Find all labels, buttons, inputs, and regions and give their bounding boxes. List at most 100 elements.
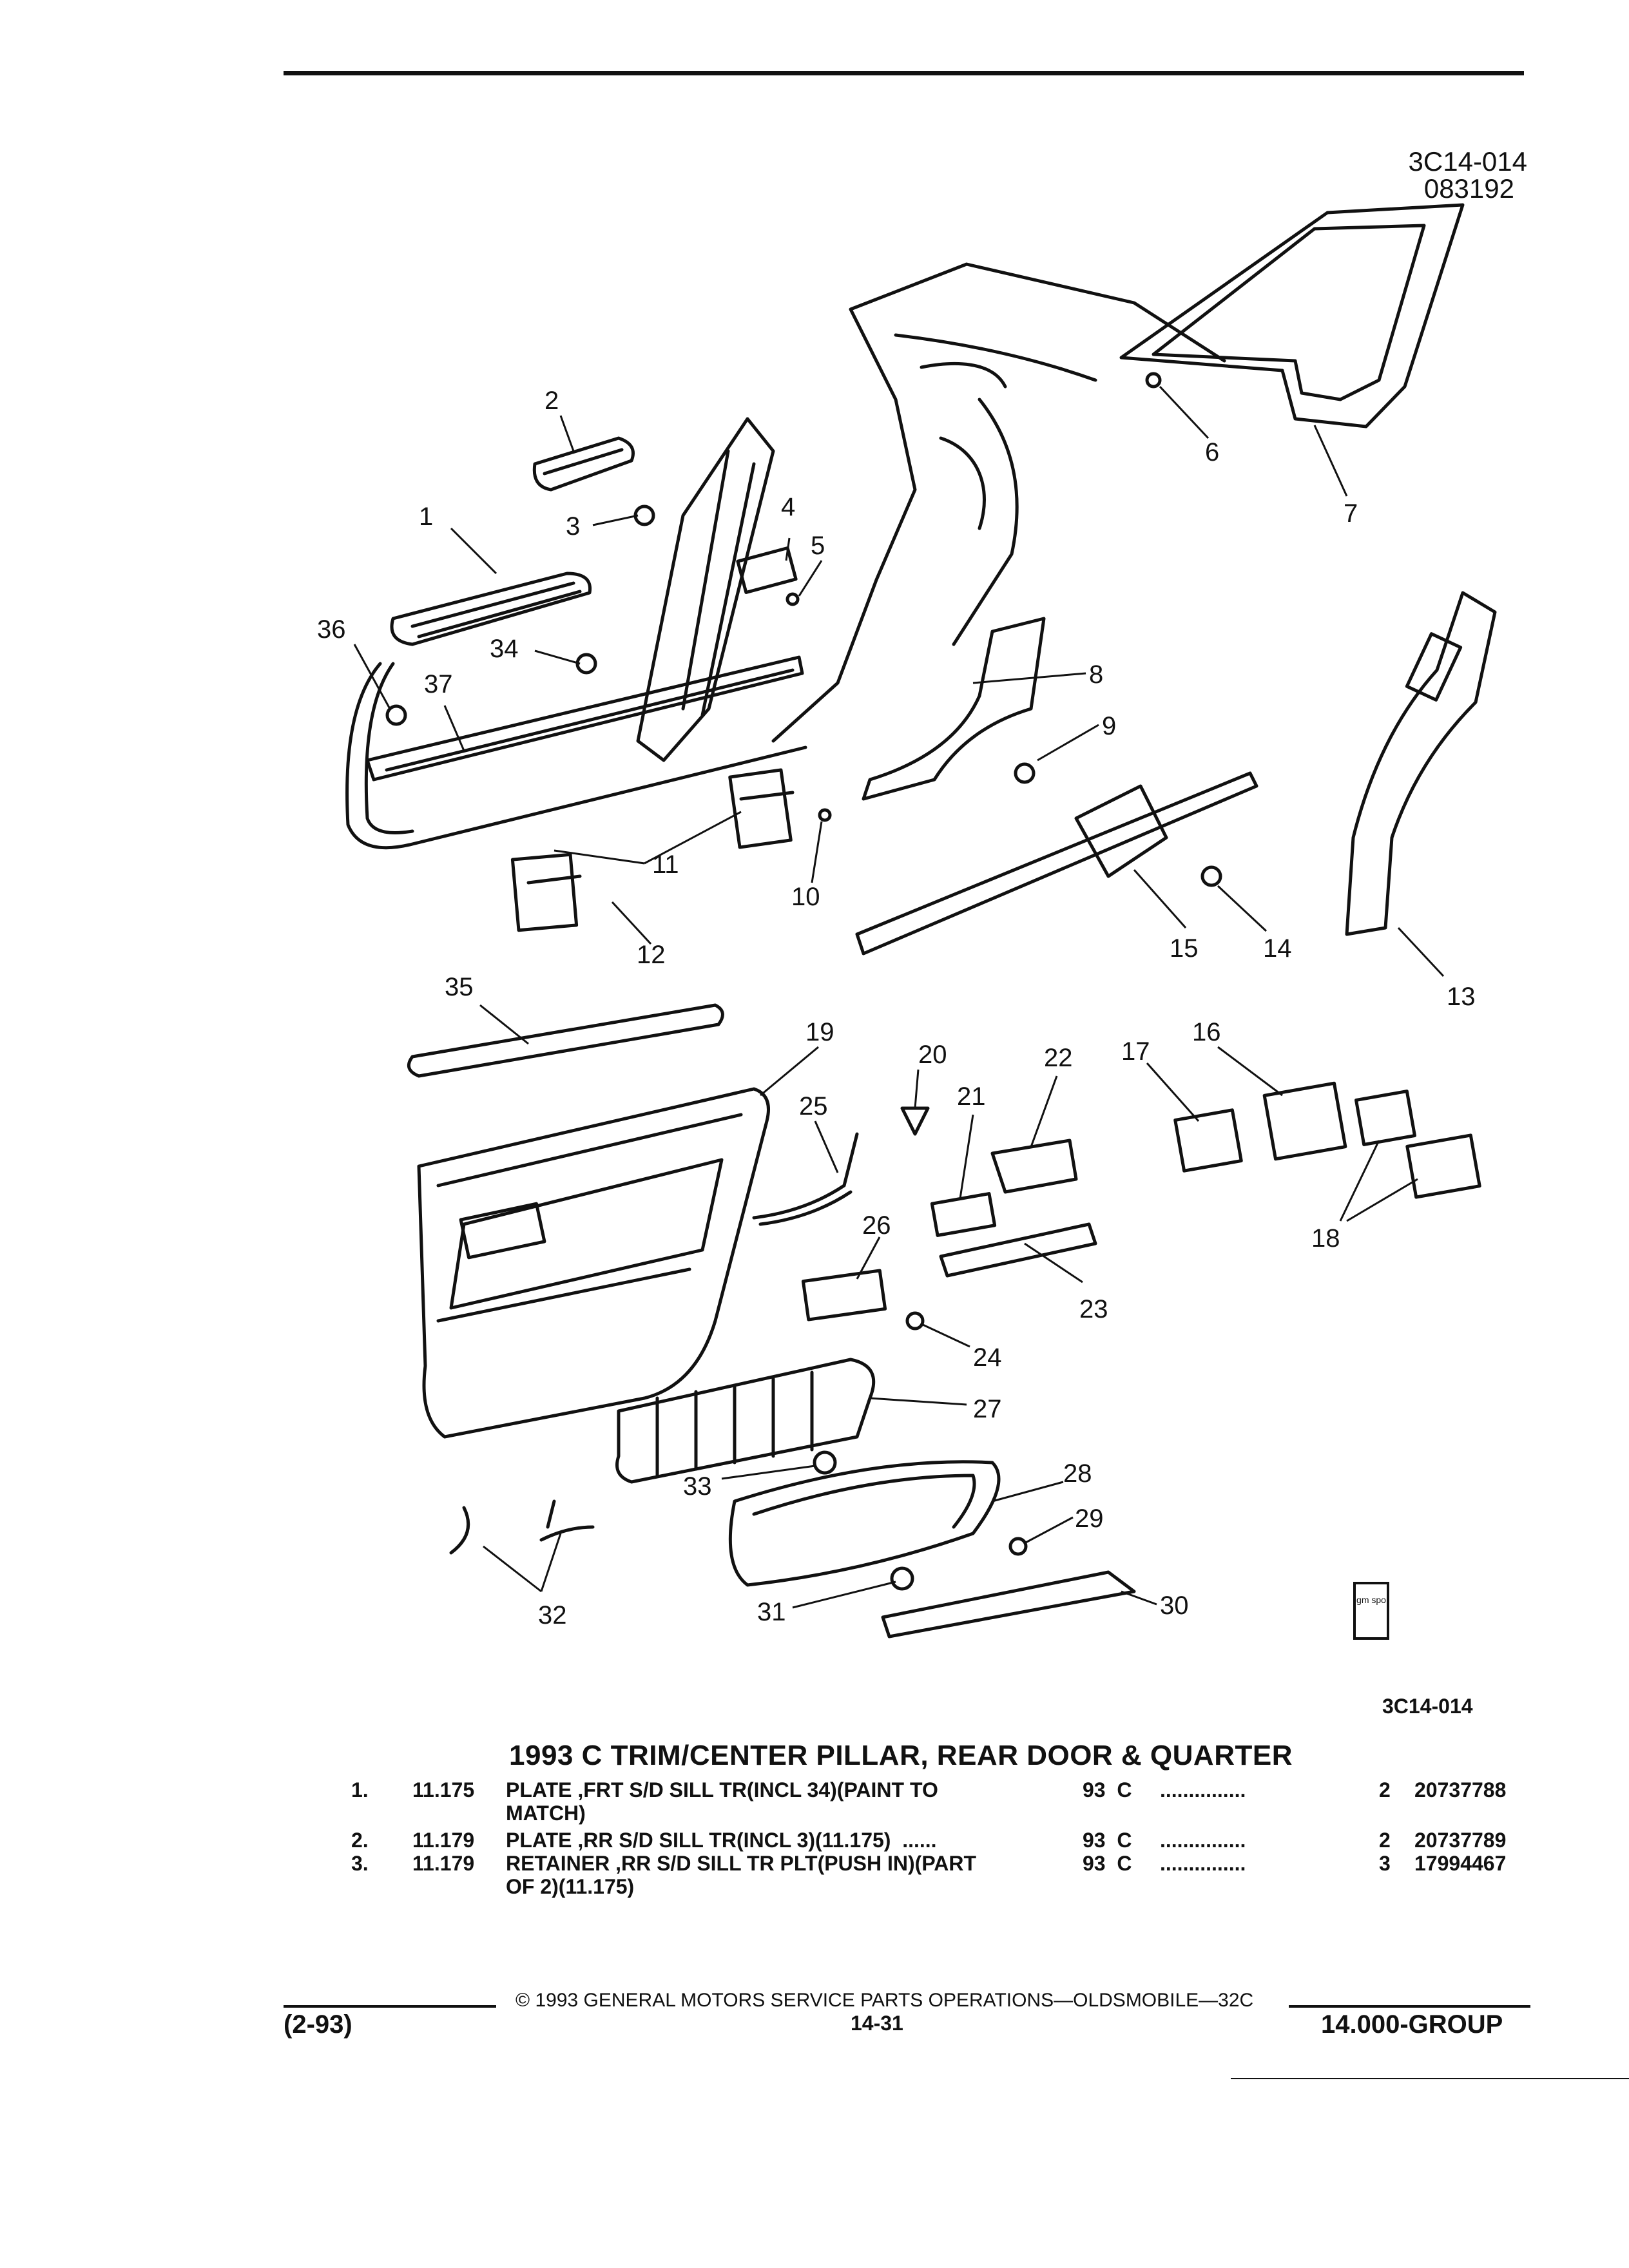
parts-row-continuation: MATCH) — [0, 1802, 1629, 1827]
part-quantity: 3 — [1379, 1852, 1391, 1875]
rear-sill-plate — [532, 436, 635, 492]
leader-18 — [1339, 1140, 1418, 1222]
callout-19: 19 — [805, 1018, 834, 1046]
trim-clip — [900, 1106, 930, 1136]
armrest — [728, 1460, 1001, 1587]
fastener-29 — [1008, 1537, 1028, 1556]
callout-8: 8 — [1089, 660, 1103, 689]
callout-31: 31 — [757, 1598, 786, 1626]
part-model: 93 C — [1083, 1829, 1132, 1852]
leader-30 — [1121, 1590, 1157, 1606]
leader-21 — [959, 1114, 974, 1199]
pillar-bracket-16 — [1262, 1081, 1347, 1161]
part-model: 93 C — [1083, 1778, 1132, 1802]
callout-17: 17 — [1121, 1037, 1150, 1066]
front-sill-plate — [390, 572, 592, 646]
part-description-cont: MATCH) — [506, 1802, 586, 1825]
rear-scuff-bracket — [1074, 784, 1168, 878]
part-group: 11.175 — [412, 1778, 475, 1802]
callout-9: 9 — [1102, 712, 1116, 740]
rear-door-trim-panel — [417, 1087, 770, 1439]
leader-14 — [1217, 885, 1268, 932]
upper-hinge — [728, 768, 793, 849]
fastener-14 — [1200, 865, 1222, 887]
wire-harness — [752, 1132, 859, 1226]
part-quantity: 2 — [1379, 1829, 1391, 1852]
callout-7: 7 — [1344, 499, 1358, 528]
body-pillar-outline — [771, 262, 1226, 743]
leader-7 — [1313, 425, 1348, 497]
pillar-bracket-17 — [1173, 1108, 1243, 1173]
door-handle-bezel — [801, 1269, 887, 1321]
part-item-number: 3. — [351, 1852, 369, 1875]
quarter-lower-trim — [1345, 591, 1497, 936]
part-leader-dots: ............... — [1160, 1829, 1246, 1852]
diagram-code: 3C14-014 — [1408, 146, 1527, 177]
leader-36 — [353, 644, 391, 709]
leader-1 — [450, 527, 497, 575]
part-group: 11.179 — [412, 1829, 475, 1852]
parts-row: 3. 11.179 RETAINER ,RR S/D SILL TR PLT(P… — [0, 1852, 1629, 1878]
leader-8 — [972, 672, 1086, 684]
part-number: 17994467 — [1414, 1852, 1507, 1875]
top-rule — [284, 71, 1524, 75]
switch-plate — [939, 1222, 1097, 1278]
fastener-33 — [813, 1450, 837, 1475]
footer-bottom-rule — [1231, 2078, 1629, 2079]
pillar-inner-detail — [920, 361, 1007, 530]
leader-12 — [611, 901, 652, 945]
leader-10 — [811, 821, 823, 883]
fastener-31 — [890, 1566, 914, 1591]
door-belt-molding — [407, 1003, 724, 1078]
lamp-wiring — [449, 1499, 595, 1555]
part-group: 11.179 — [412, 1852, 475, 1875]
leader-29 — [1024, 1516, 1074, 1544]
callout-34: 34 — [490, 635, 519, 663]
callout-13: 13 — [1447, 983, 1476, 1011]
footer-rule-left — [284, 2005, 496, 2008]
part-description: PLATE ,FRT S/D SILL TR(INCL 34)(PAINT TO — [506, 1778, 938, 1802]
footer-copyright: © 1993 GENERAL MOTORS SERVICE PARTS OPER… — [516, 1990, 1254, 2011]
leader-34 — [534, 649, 581, 665]
fastener-24 — [905, 1311, 925, 1331]
leader-31 — [792, 1581, 896, 1609]
fastener-5 — [786, 592, 800, 606]
part-item-number: 1. — [351, 1778, 369, 1802]
window-switch — [930, 1192, 997, 1237]
leader-35 — [479, 1004, 529, 1045]
callout-37: 37 — [424, 670, 453, 698]
leader-16 — [1217, 1046, 1283, 1097]
center-pillar-inner — [681, 449, 756, 717]
callout-35: 35 — [445, 973, 474, 1001]
belt-retractor — [736, 546, 798, 595]
exploded-parts-diagram: 1 2 3 4 5 6 7 8 9 10 11 12 13 14 15 16 1… — [317, 203, 1497, 1639]
fastener-10 — [818, 808, 832, 822]
fastener-3 — [633, 505, 655, 526]
footer-group: 14.000-GROUP — [1321, 2010, 1503, 2039]
parts-row: 1. 11.175 PLATE ,FRT S/D SILL TR(INCL 34… — [0, 1778, 1629, 1804]
leader-5 — [798, 560, 823, 597]
leader-23 — [1024, 1242, 1083, 1283]
gm-spo-logo-text: gm spo — [1356, 1595, 1386, 1605]
leader-32 — [483, 1533, 562, 1593]
callout-3: 3 — [566, 512, 580, 541]
part-leader-dots: ............... — [1160, 1852, 1246, 1875]
leader-11 — [554, 811, 742, 865]
leader-3 — [592, 514, 639, 526]
parts-row-continuation: OF 2)(11.175) — [0, 1875, 1629, 1901]
ash-tray — [990, 1139, 1078, 1194]
callout-11: 11 — [652, 850, 679, 879]
leader-4 — [785, 537, 791, 561]
sill-trim — [365, 655, 804, 782]
callout-28: 28 — [1063, 1459, 1092, 1488]
part-quantity: 2 — [1379, 1778, 1391, 1802]
callout-30: 30 — [1160, 1591, 1189, 1620]
center-pillar — [636, 417, 775, 762]
leader-20 — [914, 1069, 920, 1109]
callout-6: 6 — [1205, 438, 1219, 466]
callout-2: 2 — [545, 387, 559, 415]
callout-15: 15 — [1170, 934, 1199, 963]
leader-19 — [760, 1046, 819, 1097]
part-description: PLATE ,RR S/D SILL TR(INCL 3)(11.175) ..… — [506, 1829, 937, 1852]
leader-26 — [856, 1236, 881, 1280]
